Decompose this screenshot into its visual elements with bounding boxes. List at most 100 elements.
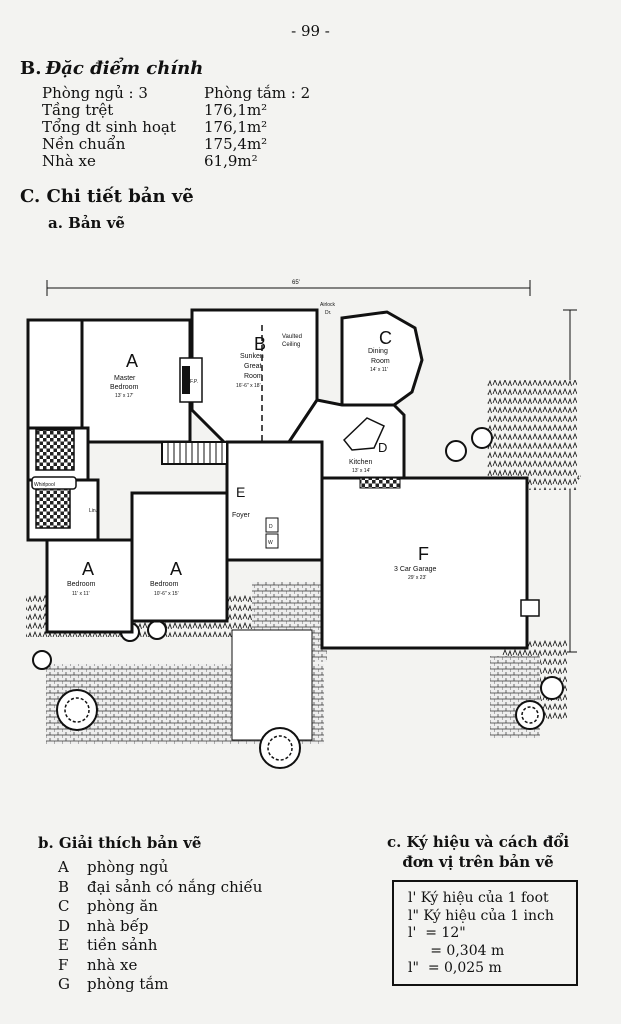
section-b-heading: B.Đặc điểm chính (20, 58, 203, 79)
garage-room (320, 476, 529, 650)
tree-icon (147, 620, 167, 640)
spec-row: Tầng trệt 176,1m² (42, 102, 310, 119)
room-name: Sunken (240, 353, 264, 360)
width-dimension: 65' (46, 280, 531, 296)
room-name: Foyer (232, 512, 251, 519)
room-name: Dining (368, 348, 388, 355)
driveway-path (231, 629, 313, 741)
conversion-line: l' = 12" (408, 925, 466, 941)
washer-icon (265, 517, 279, 533)
dryer-icon (265, 533, 279, 549)
dryer-label: D (269, 524, 273, 530)
room-name: Room (371, 358, 390, 365)
legend-text: phòng ngủ (87, 858, 169, 876)
legend-text: nhà xe (87, 955, 138, 974)
tree-icon (471, 427, 493, 449)
room-size: 14' x 11' (370, 367, 388, 373)
legend-text: đại sảnh có nắng chiếu (87, 877, 263, 896)
section-c-heading: C. Chi tiết bản vẽ (20, 186, 194, 207)
tree-icon (515, 700, 545, 730)
section-cc-title-line: c. Ký hiệu và cách đổi (386, 833, 570, 851)
page-number: - 99 - (291, 22, 330, 40)
conversion-line: l" = 0,025 m (408, 960, 502, 976)
bath-floor (35, 429, 75, 471)
legend-key: E (58, 936, 69, 954)
section-b-letter: B. (20, 58, 42, 79)
room-letter: E (236, 484, 245, 500)
spec-row: Nền chuẩn 175,4m² (42, 136, 310, 153)
spec-label: Nền chuẩn (42, 135, 126, 153)
room-name: Bedroom (150, 581, 179, 588)
garage-side-door (520, 599, 540, 617)
room-name: Master (114, 375, 136, 382)
legend-key: A (58, 858, 69, 876)
spec-value: 176,1m² (204, 118, 268, 136)
room-name: 3 Car Garage (394, 566, 437, 573)
conversion-line: l' Ký hiệu của 1 foot (408, 890, 549, 906)
linen-label: Lin. (89, 508, 97, 514)
kitchen-island (342, 417, 385, 451)
room-size: 29' x 23' (408, 575, 426, 581)
room-name: Great (244, 363, 262, 370)
specs-list: Phòng ngủ : 3 Phòng tắm : 2 Tầng trệt 176,… (42, 85, 310, 170)
legend-key: G (58, 975, 70, 993)
room-name: Bedroom (67, 581, 96, 588)
section-cc-heading: c. Ký hiệu và cách đổi đơn vị trên bản v… (352, 832, 604, 872)
section-b-title: Đặc điểm chính (45, 58, 204, 79)
legend-text: phòng ăn (87, 897, 158, 915)
room-size: 16'-6" x 18' (236, 383, 261, 389)
tree-icon (540, 676, 564, 700)
room-size: 13' x 14' (352, 468, 370, 474)
section-bb-heading: b. Giải thích bản vẽ (38, 834, 202, 852)
spec-label: Phòng ngủ : 3 (42, 84, 148, 102)
spec-value: 176,1m² (204, 101, 268, 119)
room-size: 11' x 11' (72, 591, 90, 597)
room-name: Kitchen (349, 459, 372, 466)
room-size: 13' x 17' (115, 393, 133, 399)
whirlpool-label: Whirlpool (34, 482, 55, 488)
legend-key: F (58, 955, 69, 974)
tree-icon (259, 727, 301, 769)
conversion-box: l' Ký hiệu của 1 foot l" Ký hiệu của 1 i… (392, 880, 578, 986)
tree-icon (445, 440, 467, 462)
legend-text: tiền sảnh (87, 936, 158, 954)
spec-row: Tổng dt sinh hoạt 176,1m² (42, 119, 310, 136)
spec-label: Tổng dt sinh hoạt (42, 118, 176, 136)
master-bedroom-room (80, 318, 192, 444)
bath-2-floor (35, 487, 71, 529)
legend-key: D (58, 916, 71, 935)
legend-text: phòng tắm (87, 975, 169, 993)
spec-label: Tầng trệt (42, 101, 114, 119)
room-size: 10'-6" x 15' (154, 591, 179, 597)
room-letter: A (82, 559, 94, 579)
spec-value: Phòng tắm : 2 (204, 84, 311, 102)
vaulted-label: Vaulted (282, 334, 302, 340)
airlock-door-label: Dr. (325, 310, 331, 316)
legend-text: nhà bếp (87, 916, 149, 935)
conversion-line: l" Ký hiệu của 1 inch (408, 907, 554, 924)
room-letter: A (170, 559, 182, 579)
fireplace-hearth (182, 366, 190, 394)
floor-plan: 65' 44' Whirlpool F.P. (26, 280, 581, 769)
room-letter: D (378, 440, 387, 455)
side-shrubs (487, 380, 577, 490)
stairs (161, 441, 228, 465)
room-letter: B (254, 334, 266, 354)
spec-value: 175,4m² (204, 135, 268, 153)
width-dim-label: 65' (292, 280, 300, 286)
kitchen-counter (359, 477, 401, 489)
section-cc-title-line: đơn vị trên bản vẽ (402, 853, 554, 871)
fireplace-label: F.P. (190, 379, 198, 385)
room-letter: A (126, 351, 138, 371)
room-name: Room (244, 373, 263, 380)
washer-label: W (268, 540, 273, 546)
legend-key: C (58, 897, 70, 915)
